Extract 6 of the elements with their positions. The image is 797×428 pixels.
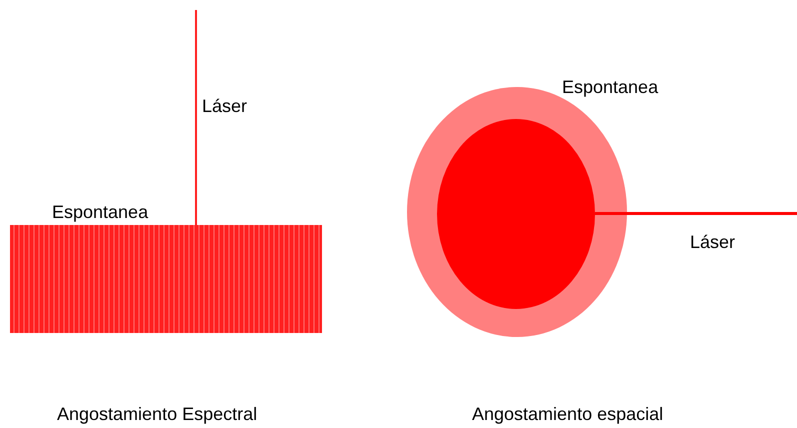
- laser-label: Láser: [690, 233, 736, 251]
- caption: Angostamiento espacial: [472, 405, 664, 423]
- caption: Angostamiento Espectral: [57, 405, 258, 423]
- spontaneous-emission-label: Espontanea: [562, 78, 658, 96]
- laser-label: Láser: [202, 97, 248, 115]
- spontaneous-emission-label: Espontanea: [52, 203, 148, 221]
